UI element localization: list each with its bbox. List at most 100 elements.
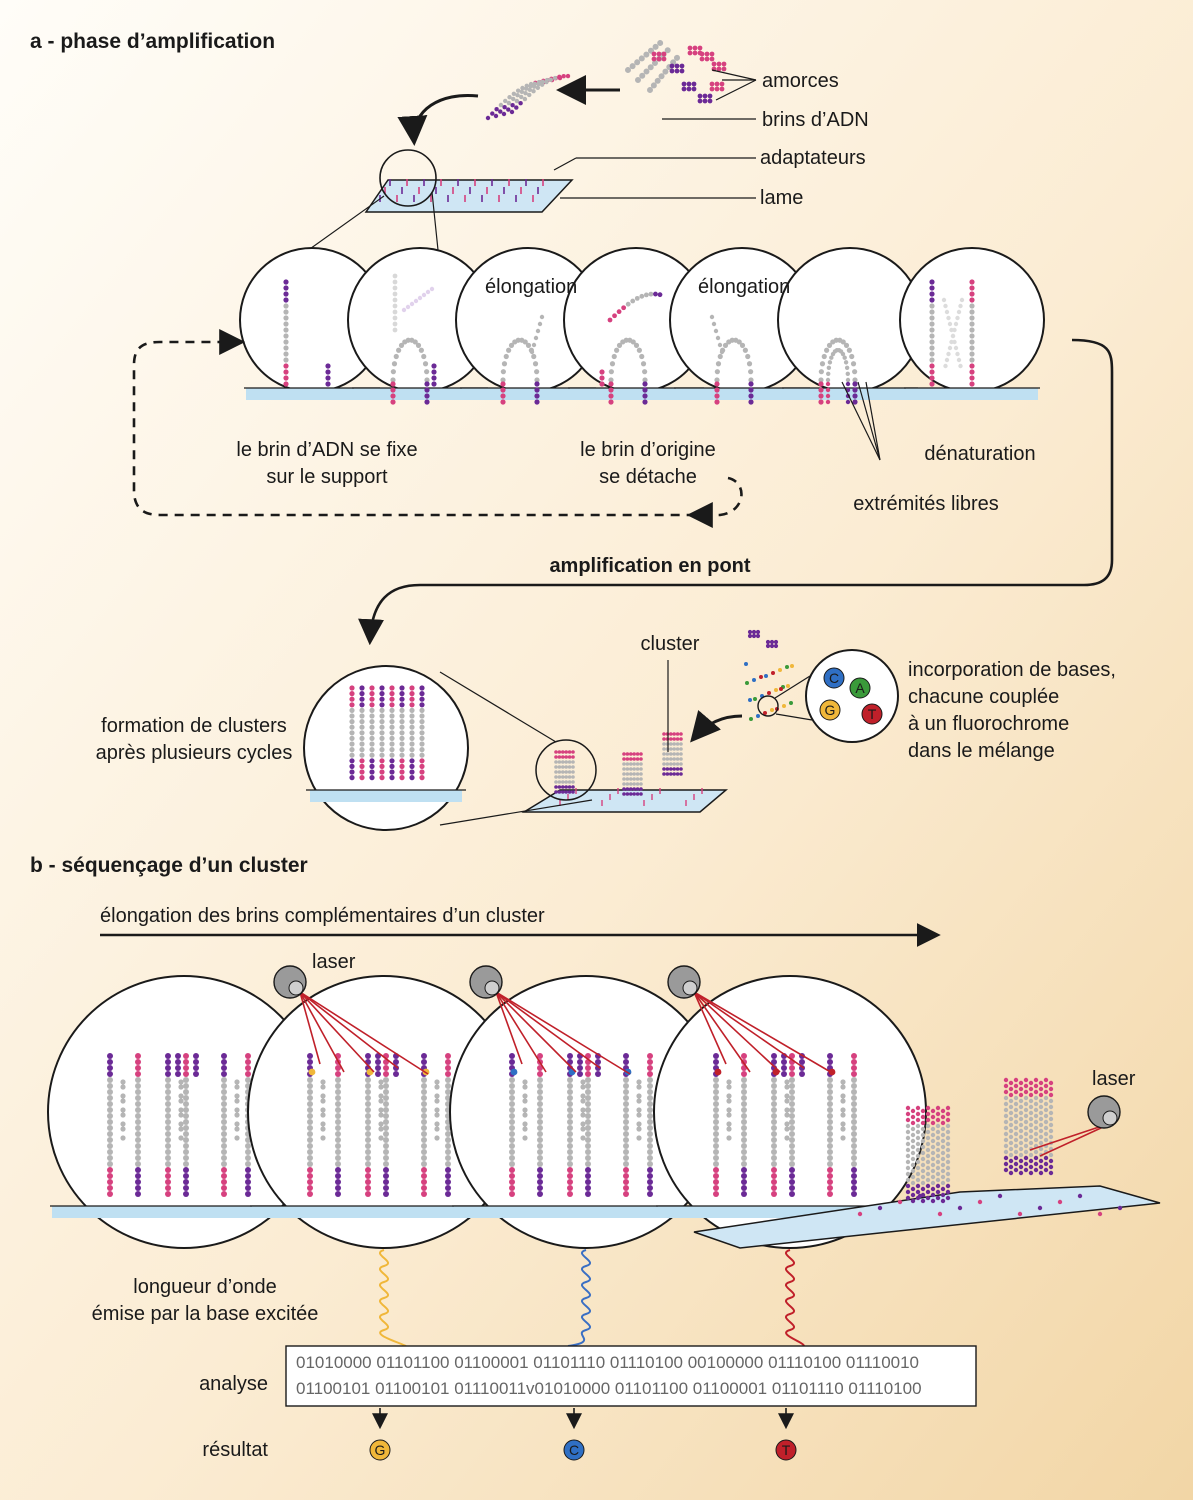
sequencing-nucleotide: [567, 1119, 573, 1125]
slide-cluster-nucleotide: [672, 757, 676, 761]
cluster-nucleotide: [349, 735, 355, 742]
slide-cluster-nucleotide: [632, 777, 636, 781]
slide-cluster-nucleotide: [945, 1171, 951, 1177]
sequencing-nucleotide: [537, 1065, 543, 1071]
zoom-line-top: [439, 671, 557, 743]
attaching-nucleotide: [565, 73, 571, 79]
slide-cluster-nucleotide: [675, 772, 680, 776]
adapters-label: adaptateurs: [760, 147, 866, 169]
fixed-strand-nucleotide: [283, 327, 289, 333]
sequencing-nucleotide: [509, 1167, 515, 1173]
sequencing-nucleotide: [537, 1185, 543, 1191]
fluorescent-base: [308, 1068, 316, 1076]
cluster-nucleotide: [389, 707, 395, 714]
wavelength-line2: émise par la base excitée: [92, 1303, 319, 1325]
cluster-nucleotide: [399, 685, 405, 691]
sequencing-nucleotide: [165, 1173, 171, 1179]
sequencing-nucleotide: [221, 1107, 227, 1113]
cluster-nucleotide: [419, 747, 425, 753]
slide-cluster-nucleotide: [1018, 1104, 1024, 1110]
elongation-nucleotide: [522, 339, 528, 345]
slide-cluster-nucleotide: [632, 752, 636, 756]
double-strand-nucleotide: [825, 381, 831, 387]
elongation-nucleotide: [717, 342, 723, 348]
slide-cluster-nucleotide: [554, 760, 558, 764]
cluster-nucleotide: [359, 719, 365, 725]
slide-cluster-nucleotide: [935, 1123, 941, 1129]
cluster-nucleotide: [389, 747, 395, 753]
cluster-nucleotide: [359, 702, 365, 708]
faded-nucleotide: [409, 301, 415, 307]
sequencing-nucleotide: [165, 1167, 171, 1173]
cluster-nucleotide: [389, 735, 395, 742]
sequencing-nucleotide: [165, 1137, 171, 1143]
fluorescent-base: [510, 1068, 518, 1076]
primer-nucleotide: [747, 629, 753, 635]
detached-nucleotide: [625, 301, 631, 307]
sequencing-nucleotide: [771, 1089, 777, 1095]
slide-cluster-nucleotide: [629, 777, 633, 781]
adapter-nucleotide: [917, 1193, 923, 1199]
cluster-nucleotide: [399, 719, 405, 725]
cluster-nucleotide: [389, 775, 395, 781]
sequencing-nucleotide: [335, 1149, 341, 1155]
cluster-nucleotide: [379, 741, 385, 747]
cluster-nucleotide: [389, 685, 395, 691]
complement-nucleotide: [120, 1079, 126, 1085]
sequencing-nucleotide: [365, 1191, 371, 1197]
sequencing-nucleotide: [445, 1095, 451, 1101]
slide-cluster-nucleotide: [1003, 1149, 1009, 1155]
sequencing-nucleotide: [789, 1179, 795, 1185]
sequencing-nucleotide: [135, 1059, 141, 1065]
primer-nucleotide: [709, 86, 715, 92]
dna-strand-nucleotide: [643, 68, 650, 75]
cluster-nucleotide: [379, 775, 385, 781]
sequencing-nucleotide: [509, 1125, 515, 1131]
sequencing-nucleotide: [585, 1083, 591, 1089]
sequencing-nucleotide: [509, 1185, 515, 1191]
complement-nucleotide: [320, 1121, 326, 1127]
sequencing-nucleotide: [741, 1101, 747, 1107]
primer-nucleotide: [704, 56, 710, 62]
primer-nucleotide: [674, 63, 680, 69]
slide-cluster-nucleotide: [625, 762, 630, 766]
sequencing-nucleotide: [165, 1161, 171, 1167]
slide-cluster-nucleotide: [665, 767, 670, 771]
faded-nucleotide: [950, 333, 956, 339]
result-badge: [775, 1439, 797, 1461]
attaching-nucleotide: [523, 86, 529, 91]
sequencing-nucleotide: [647, 1101, 653, 1107]
sequencing-nucleotide: [713, 1119, 719, 1125]
slide-cluster-nucleotide: [935, 1183, 941, 1189]
cluster-nucleotide: [399, 691, 405, 697]
slide-cluster-nucleotide: [679, 762, 683, 766]
fixed-strand-nucleotide: [283, 321, 289, 327]
sequencing-nucleotide: [537, 1077, 543, 1083]
sequencing-nucleotide: [595, 1059, 601, 1065]
sequencing-nucleotide: [383, 1119, 389, 1125]
elongation-nucleotide: [715, 361, 722, 367]
denatured-nucleotide: [929, 345, 935, 351]
slide-cluster-nucleotide: [554, 765, 558, 769]
slide-cluster-nucleotide: [1038, 1158, 1044, 1164]
primer-nucleotide: [707, 93, 713, 99]
sequencing-nucleotide: [827, 1167, 833, 1173]
sequencing-nucleotide: [221, 1161, 227, 1167]
slide-cluster-nucleotide: [1003, 1077, 1009, 1083]
slide-cluster-nucleotide: [567, 755, 572, 759]
cluster-nucleotide: [349, 713, 355, 719]
slide-cluster-nucleotide: [915, 1177, 921, 1183]
slide-cluster-nucleotide: [940, 1192, 946, 1198]
faded-nucleotide: [405, 304, 411, 310]
slide-cluster-nucleotide: [1043, 1131, 1049, 1137]
sequencing-nucleotide: [221, 1191, 227, 1197]
slide-cluster-nucleotide: [1048, 1098, 1054, 1104]
zoom-line-left: [299, 195, 385, 257]
complement-nucleotide: [636, 1135, 642, 1141]
slide-cluster-nucleotide: [1028, 1110, 1034, 1116]
elongation-nucleotide: [534, 377, 540, 383]
sequencing-nucleotide: [307, 1191, 313, 1197]
sequencing-nucleotide: [537, 1137, 543, 1143]
sequencing-nucleotide: [537, 1161, 543, 1167]
slide-cluster-nucleotide: [679, 747, 683, 751]
